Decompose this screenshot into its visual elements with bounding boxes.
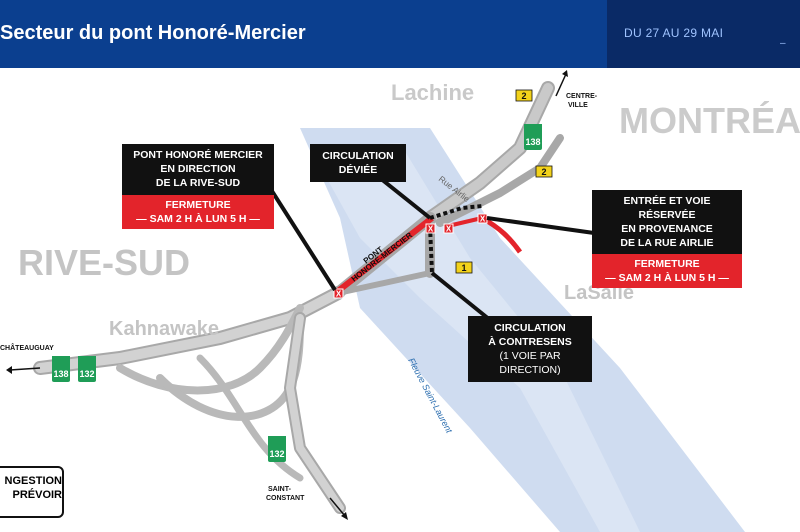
shield-132-left: 132	[78, 356, 96, 382]
arrow-chateauguay	[9, 367, 41, 371]
label-montreal: MONTRÉAL	[619, 100, 800, 141]
x-marker-airlie-1	[443, 223, 454, 234]
callout-contresens-line-1: CIRCULATION	[494, 322, 566, 334]
callout-pont-closure: FERMETURE — SAM 2 H À LUN 5 H —	[122, 195, 274, 229]
label-saint-constant-2: CONSTANT	[266, 495, 305, 502]
arrow-saint-constant	[329, 497, 346, 517]
callout-pont-line-1: PONT HONORÉ MERCIER	[133, 149, 263, 161]
legend-line-2: PRÉVOIR	[12, 489, 62, 501]
shield-138-left-label: 138	[53, 369, 68, 379]
x-marker-bridge	[333, 288, 344, 299]
exit-1-label: 1	[461, 263, 466, 273]
svg-text:X: X	[336, 290, 342, 299]
callout-entree-voie: ENTRÉE ET VOIE RÉSERVÉE EN PROVENANCE DE…	[592, 190, 742, 288]
exit-marker-2-top: 2	[515, 89, 533, 102]
shield-138-top: 138	[524, 124, 542, 150]
shield-132-bottom-label: 132	[269, 449, 284, 459]
callout-circulation-deviee: CIRCULATION DÉVIÉE	[310, 144, 406, 182]
label-saint-constant-1: SAINT-	[268, 486, 292, 493]
x-markers: X X X X	[333, 213, 488, 299]
shield-138-left: 138	[52, 356, 70, 382]
shield-138-top-label: 138	[525, 137, 540, 147]
callout-entree-line-1: ENTRÉE ET VOIE RÉSERVÉE	[623, 195, 711, 221]
callout-contresens-line-2: À CONTRESENS	[488, 336, 572, 348]
contraflow-dashes	[428, 225, 434, 274]
road-ramp-sw	[196, 354, 304, 482]
label-lachine: Lachine	[391, 80, 475, 105]
exit-2-top-label: 2	[521, 91, 526, 101]
callout-pont-line-3: DE LA RIVE-SUD	[155, 177, 241, 189]
label-kahnawake: Kahnawake	[109, 318, 220, 340]
date-range: DU 27 AU 29 MAI	[624, 26, 724, 40]
legend-line-1: NGESTION	[4, 475, 62, 487]
callout-contresens: CIRCULATION À CONTRESENS (1 VOIE PAR DIR…	[468, 316, 592, 382]
shield-132-bottom: 132	[268, 436, 286, 462]
header-date-panel	[607, 0, 800, 68]
header-dash: –	[780, 38, 786, 49]
legend-text: NGESTION PRÉVOIR	[0, 474, 62, 502]
callout-pont-line-2: EN DIRECTION	[160, 163, 236, 175]
callout-entree-closure-line-1: FERMETURE	[634, 258, 700, 270]
leader-deviee	[378, 176, 432, 220]
exit-marker-2-mid: 2	[535, 165, 553, 178]
callout-entree-closure-line-2: — SAM 2 H À LUN 5 H —	[605, 272, 729, 284]
leader-pont	[268, 186, 337, 292]
svg-text:X: X	[480, 215, 486, 224]
callout-pont-direction: PONT HONORÉ MERCIER EN DIRECTION DE LA R…	[122, 144, 274, 229]
callout-entree-line-3: DE LA RUE AIRLIE	[620, 237, 714, 249]
callout-deviee-line-1: CIRCULATION	[322, 150, 394, 162]
arrow-centre-ville	[555, 73, 567, 97]
callout-entree-line-2: EN PROVENANCE	[621, 223, 713, 235]
shield-132-left-label: 132	[79, 369, 94, 379]
leader-airlie	[486, 216, 595, 235]
label-rive-sud: RIVE-SUD	[18, 242, 191, 283]
legend-box	[0, 466, 64, 518]
svg-text:X: X	[428, 225, 434, 234]
callout-deviee-line-2: DÉVIÉE	[338, 164, 378, 176]
callout-pont-closure-line-1: FERMETURE	[165, 199, 231, 211]
exit-marker-1: 1	[455, 261, 473, 274]
closure-bridge	[336, 215, 434, 294]
road-a20-e	[436, 134, 564, 227]
callout-pont-closure-line-2: — SAM 2 H À LUN 5 H —	[136, 213, 260, 225]
label-centre-ville-2: VILLE	[568, 102, 588, 109]
svg-text:X: X	[446, 225, 452, 234]
label-chateauguay: CHÂTEAUGUAY	[0, 343, 54, 352]
page-title: Secteur du pont Honoré-Mercier	[0, 22, 306, 44]
callout-entree-closure: FERMETURE — SAM 2 H À LUN 5 H —	[592, 254, 742, 288]
callout-contresens-line-3: (1 VOIE PAR DIRECTION)	[499, 350, 561, 376]
exit-2-mid-label: 2	[541, 167, 546, 177]
x-marker-approach	[425, 223, 436, 234]
road-loop-1	[116, 304, 304, 395]
label-centre-ville-1: CENTRE-	[566, 93, 598, 100]
